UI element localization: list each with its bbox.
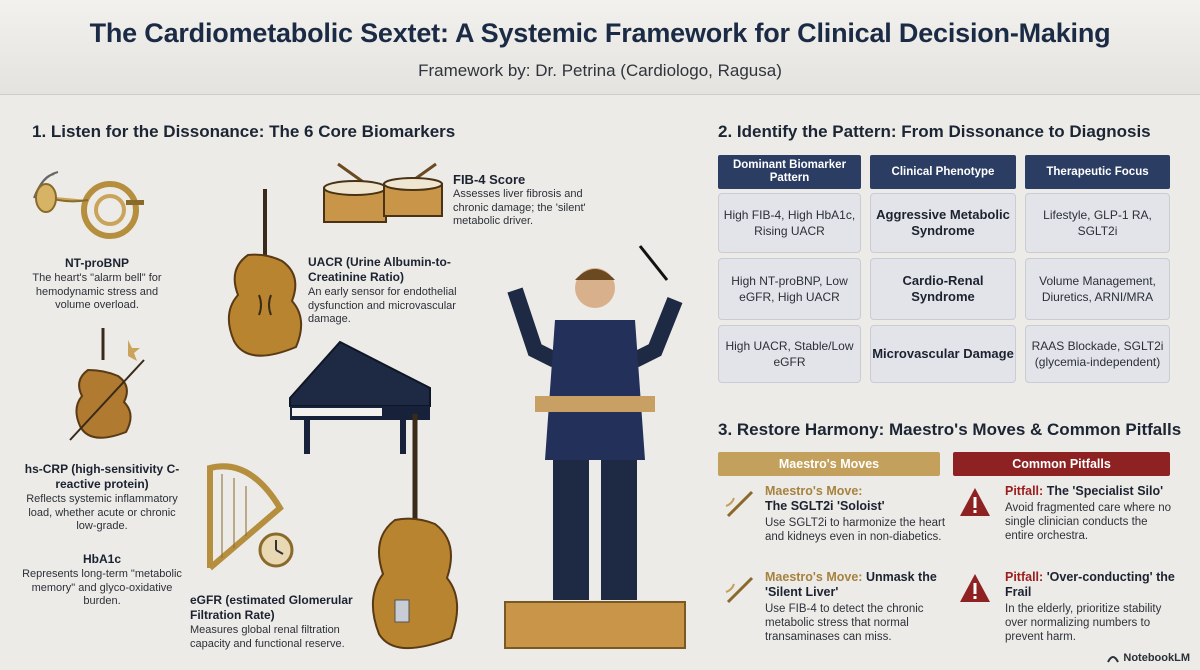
double-bass-icon (371, 414, 459, 649)
harp-icon (207, 463, 294, 571)
notebooklm-badge: NotebookLM (1107, 652, 1190, 664)
conductor-icon (504, 245, 686, 649)
biomarker-hba1c: HbA1c Represents long-term "metabolic me… (22, 552, 182, 607)
maestro-move-2: Maestro's Move: Unmask the 'Silent Liver… (765, 570, 937, 643)
warning-icon (960, 574, 990, 602)
section2-title: 2. Identify the Pattern: From Dissonance… (718, 122, 1151, 141)
french-horn-icon (33, 171, 144, 239)
header-banner: The Cardiometabolic Sextet: A Systemic F… (0, 0, 1200, 95)
table-cell: Cardio-Renal Syndrome (870, 258, 1016, 320)
table-header-therapy: Therapeutic Focus (1025, 155, 1170, 189)
table-cell: High NT-proBNP, Low eGFR, High UACR (718, 258, 861, 320)
table-cell: High UACR, Stable/Low eGFR (718, 325, 861, 383)
table-cell: High FIB-4, High HbA1c, Rising UACR (718, 193, 861, 253)
table-cell: Microvascular Damage (870, 325, 1016, 383)
maestros-moves-bar: Maestro's Moves (718, 452, 940, 476)
table-header-pattern: Dominant Biomarker Pattern (718, 155, 861, 189)
section1-title: 1. Listen for the Dissonance: The 6 Core… (32, 122, 456, 141)
table-cell: Volume Management, Diuretics, ARNI/MRA (1025, 258, 1170, 320)
maestro-move-1: Maestro's Move:The SGLT2i 'Soloist' Use … (765, 484, 946, 543)
baton-icon (725, 490, 754, 518)
biomarker-egfr: eGFR (estimated Glomerular Filtration Ra… (190, 593, 353, 650)
grand-piano-icon (289, 340, 431, 454)
notebooklm-logo-icon (1107, 656, 1120, 663)
table-cell: Lifestyle, GLP-1 RA, SGLT2i (1025, 193, 1170, 253)
biomarker-uacr: UACR (Urine Albumin-to-Creatinine Ratio)… (308, 255, 457, 325)
biomarker-hscrp: hs-CRP (high-sensitivity C-reactive prot… (24, 462, 180, 532)
drums-icon (323, 162, 443, 223)
pitfall-2: Pitfall: 'Over-conducting' the Frail In … (1005, 570, 1175, 643)
table-cell: Aggressive Metabolic Syndrome (870, 193, 1016, 253)
baton-icon (725, 576, 754, 604)
page-subtitle: Framework by: Dr. Petrina (Cardiologo, R… (418, 61, 782, 80)
violin-icon (69, 328, 145, 441)
pitfall-1: Pitfall: The 'Specialist Silo' Avoid fra… (1005, 484, 1171, 542)
cello-icon (227, 189, 303, 357)
common-pitfalls-bar: Common Pitfalls (953, 452, 1170, 476)
table-header-phenotype: Clinical Phenotype (870, 155, 1016, 189)
biomarker-ntprobnp: NT-proBNP The heart's "alarm bell" for h… (32, 256, 162, 311)
page-title: The Cardiometabolic Sextet: A Systemic F… (89, 18, 1111, 48)
biomarker-fib4: FIB-4 Score Assesses liver fibrosis and … (453, 172, 586, 227)
warning-icon (960, 488, 990, 516)
section3-title: 3. Restore Harmony: Maestro's Moves & Co… (718, 420, 1182, 439)
table-cell: RAAS Blockade, SGLT2i (glycemia-independ… (1025, 325, 1170, 383)
